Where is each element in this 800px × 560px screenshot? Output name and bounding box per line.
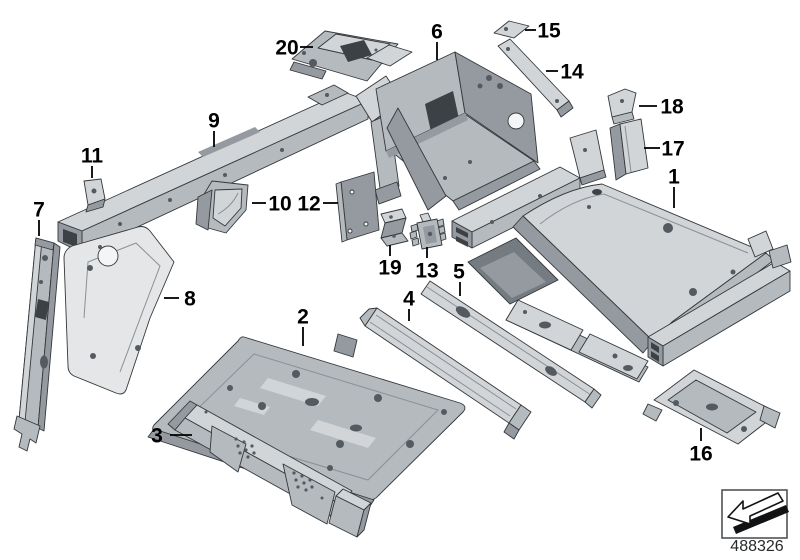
part-16-shape [642,369,781,445]
part-3-shape [167,400,372,538]
callout-20-label[interactable]: 20 [275,37,298,60]
callout-19-label[interactable]: 19 [378,257,401,280]
callout-2-label[interactable]: 2 [297,306,309,329]
part-12-shape [335,171,380,243]
callout-3-label[interactable]: 3 [151,425,163,448]
part-11-shape [83,178,106,213]
part-5-shape [420,280,602,409]
part-15-shape [493,20,530,39]
part-14-shape [497,38,574,118]
callout-1-label[interactable]: 1 [668,166,680,189]
part-20-shape [289,30,399,82]
callout-7-label[interactable]: 7 [33,199,45,222]
callout-11-label[interactable]: 11 [81,145,104,168]
part-4-shape [359,307,532,440]
part-6-shape [366,44,541,211]
callout-9-label[interactable]: 9 [208,110,220,133]
direction-arrow-icon [727,492,789,534]
part-10-shape [195,180,249,234]
callout-8-label[interactable]: 8 [184,288,196,311]
callout-10-label[interactable]: 10 [268,193,291,216]
callout-6-label[interactable]: 6 [431,21,443,44]
part-18-shape [607,88,637,125]
callout-15-label[interactable]: 15 [537,20,561,43]
part-19-shape [380,208,409,247]
callout-12-label[interactable]: 12 [297,193,320,216]
callout-13-label[interactable]: 13 [415,260,438,283]
part-9-shape [57,75,407,254]
callout-18-label[interactable]: 18 [660,96,684,119]
part-1-shape [451,129,792,383]
part-17-shape [609,118,649,181]
part-number-badge: 488326 [721,489,789,555]
callout-17-label[interactable]: 17 [661,138,684,161]
callout-5-label[interactable]: 5 [453,261,465,284]
callout-4-label[interactable]: 4 [403,288,415,311]
callout-16-label[interactable]: 16 [689,443,712,466]
part-8-shape [63,226,175,395]
callout-14-label[interactable]: 14 [560,61,584,84]
part-13-shape [409,212,447,250]
part-7-shape [13,237,61,452]
part-number-text: 488326 [730,538,783,555]
